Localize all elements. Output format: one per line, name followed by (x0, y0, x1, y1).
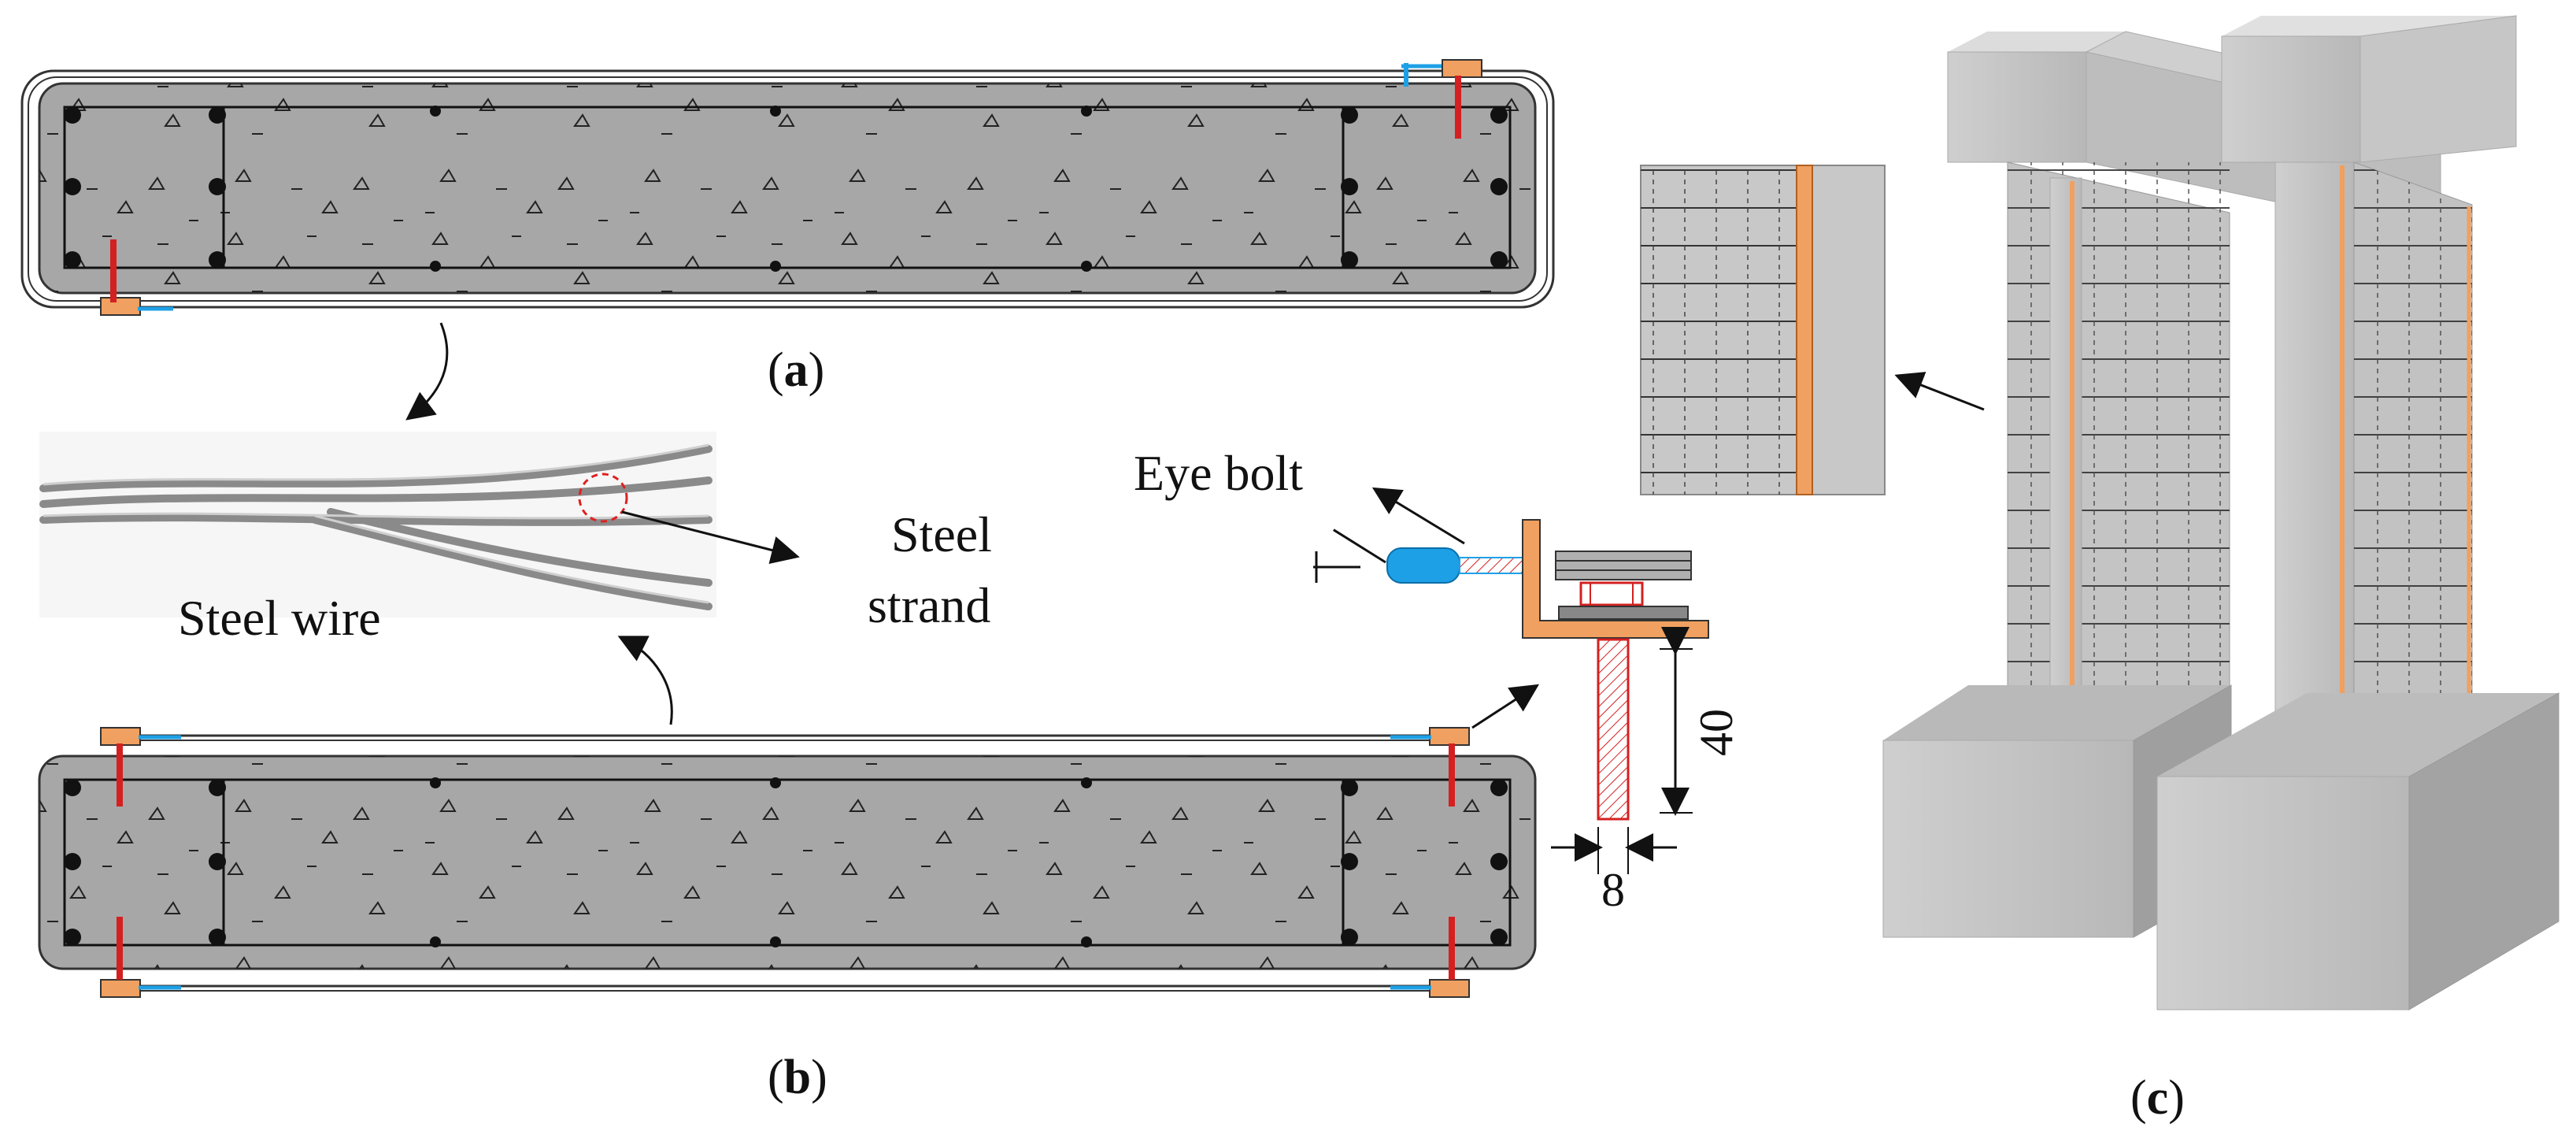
washer (1558, 606, 1689, 620)
arrow-to-strand-label (621, 510, 800, 565)
specimens-3d (1640, 15, 2559, 1010)
zoom-detail-angle (1796, 165, 1813, 495)
arrow-a-to-wire (405, 322, 449, 421)
wire-highlight-circle (578, 473, 628, 523)
arrow-to-zoom-detail (1894, 372, 1985, 411)
anchor-top-right-a (1401, 59, 1482, 139)
rebars-b (64, 777, 1508, 947)
specimen-right (2156, 15, 2559, 1010)
caption-b: (b) (768, 1051, 827, 1104)
zoom-detail-mesh (1641, 165, 1797, 495)
strand-photo (39, 432, 800, 617)
section-b (38, 684, 1540, 998)
eyebolt-eye (1386, 547, 1460, 584)
wire-inner-a (28, 76, 1548, 302)
label-steel-strand-line1: Steel (891, 506, 992, 562)
label-steel-wire: Steel wire (178, 590, 381, 646)
eyebolt-detail (1313, 487, 1709, 874)
nut (1579, 581, 1644, 606)
dimension-label-8: 8 (1601, 864, 1625, 916)
section-a (20, 59, 1555, 316)
anchor-bottom-left-a (100, 239, 173, 316)
caption-a: (a) (768, 343, 824, 397)
strand-clamp (1555, 551, 1692, 580)
aggregate-b (39, 756, 1535, 969)
aggregate-a (39, 83, 1535, 293)
rebars-a (64, 106, 1508, 272)
anchors-b (100, 727, 1470, 998)
label-steel-strand-line2: strand (868, 577, 990, 633)
label-eye-bolt: Eye bolt (1134, 445, 1303, 501)
anchor-bolt (1597, 638, 1630, 821)
eyebolt-leader (1333, 528, 1386, 564)
angle-steel (1522, 519, 1709, 639)
eyebolt-label-arrow (1371, 487, 1465, 545)
wire-outer-a (20, 69, 1555, 309)
arrow-to-eyebolt-detail (1471, 684, 1540, 729)
caption-c: (c) (2130, 1071, 2185, 1125)
dimension-label-40: 40 (1690, 709, 1742, 756)
arrow-b-to-wire (617, 636, 673, 725)
